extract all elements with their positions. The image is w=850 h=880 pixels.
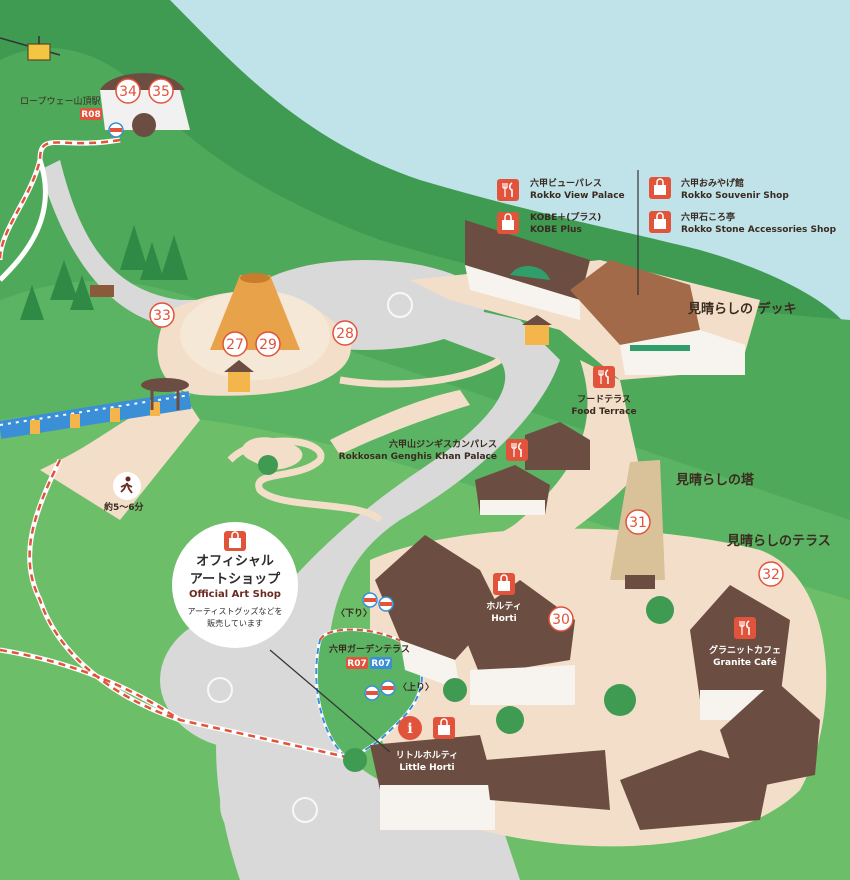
svg-text:30: 30 (552, 612, 570, 628)
svg-text:33: 33 (153, 308, 171, 324)
down-label: 〈下り〉 (336, 608, 372, 619)
spot-number-29[interactable]: 29 (255, 331, 281, 357)
granite-en: Granite Café (713, 657, 777, 668)
restaurant-icon[interactable] (733, 616, 757, 640)
spot-number-33[interactable]: 33 (149, 302, 175, 328)
garden-terrace-code-2: R07 (371, 659, 390, 669)
granite-ja: グラニットカフェ (709, 644, 781, 656)
shopping-bag-icon[interactable] (496, 211, 520, 235)
viewpoint-tower: 見晴らしの塔 (675, 472, 755, 488)
garden-terrace-label: 六甲ガーデンテラス (329, 643, 410, 655)
stone-shop-en: Rokko Stone Accessories Shop (681, 225, 837, 235)
viewpoint-terrace: 見晴らしのテラス (726, 533, 831, 549)
svg-text:31: 31 (629, 515, 647, 531)
up-label: 〈上り〉 (398, 681, 434, 693)
souvenir-ja: 六甲おみやげ館 (681, 177, 744, 189)
info-icon[interactable]: i (398, 716, 422, 740)
spot-number-32[interactable]: 32 (758, 561, 784, 587)
spot-number-27[interactable]: 27 (222, 331, 248, 357)
view-palace-building (465, 220, 590, 320)
view-palace-en: Rokko View Palace (530, 191, 625, 201)
official-shop-desc-2: 販売しています (207, 619, 263, 628)
shopping-bag-icon[interactable] (648, 210, 672, 234)
view-palace-ja: 六甲ビューパレス (530, 177, 602, 189)
shopping-bag-icon[interactable] (648, 176, 672, 200)
svg-text:35: 35 (152, 84, 170, 100)
spot-number-31[interactable]: 31 (625, 509, 651, 535)
kobe-plus-ja: KOBE＋(プラス) (530, 211, 601, 223)
genghis-building (475, 422, 590, 515)
bus-stop-icon (108, 122, 124, 138)
official-shop-title-1: オフィシャル (196, 554, 274, 569)
horti-building (375, 535, 575, 705)
walk-time-label: 約5〜6分 (104, 501, 144, 513)
svg-text:34: 34 (119, 84, 137, 100)
restaurant-icon[interactable] (505, 438, 529, 462)
ropeway-station-label: ロープウェー山頂駅 (20, 96, 100, 107)
official-shop-desc: アーティストグッズなどを 販売しています (172, 606, 298, 630)
stone-shop-ja: 六甲石ころ亭 (681, 211, 735, 223)
art-tower (210, 275, 300, 350)
south-buildings (370, 680, 820, 830)
bus-stop-icon (362, 592, 396, 701)
svg-text:29: 29 (259, 337, 277, 353)
spot-number-35[interactable]: 35 (148, 78, 174, 104)
svg-text:28: 28 (336, 326, 354, 342)
walker-icon (113, 472, 141, 500)
restaurant-icon[interactable] (592, 365, 616, 389)
official-art-shop-callout[interactable]: オフィシャル アートショップ Official Art Shop アーティストグ… (172, 522, 298, 648)
spot-number-28[interactable]: 28 (332, 320, 358, 346)
svg-text:27: 27 (226, 337, 244, 353)
garden-terrace-code-1: R07 (347, 659, 366, 669)
kobe-plus-en: KOBE Plus (530, 225, 582, 235)
svg-text:i: i (407, 721, 412, 737)
official-shop-title-2: アートショップ (189, 572, 281, 587)
genghis-en: Rokkosan Genghis Khan Palace (339, 452, 497, 462)
little-horti-ja: リトルホルティ (396, 750, 458, 761)
little-horti-en: Little Horti (399, 763, 454, 773)
spot-number-34[interactable]: 34 (115, 78, 141, 104)
spot-number-30[interactable]: 30 (548, 606, 574, 632)
horti-ja: ホルティ (486, 601, 521, 612)
viewpoint-deck: 見晴らしの デッキ (687, 301, 797, 317)
shopping-bag-icon (224, 531, 246, 551)
food-terrace-en: Food Terrace (571, 407, 636, 417)
forest (20, 225, 188, 320)
shopping-bag-icon[interactable] (492, 572, 516, 596)
official-shop-title-en: Official Art Shop (189, 589, 281, 600)
souvenir-en: Rokko Souvenir Shop (681, 191, 789, 201)
restaurant-icon[interactable] (496, 178, 520, 202)
ropeway-station-code: R08 (81, 110, 100, 120)
gondola-icon (27, 43, 51, 61)
food-terrace-ja: フードテラス (577, 394, 631, 405)
souvenir-building (570, 260, 745, 375)
official-shop-desc-1: アーティストグッズなどを (187, 607, 283, 616)
walking-route (0, 138, 361, 762)
svg-text:32: 32 (762, 567, 780, 583)
horti-en: Horti (491, 614, 517, 624)
genghis-ja: 六甲山ジンギスカンパレス (389, 438, 497, 450)
shopping-bag-icon[interactable] (432, 716, 456, 740)
